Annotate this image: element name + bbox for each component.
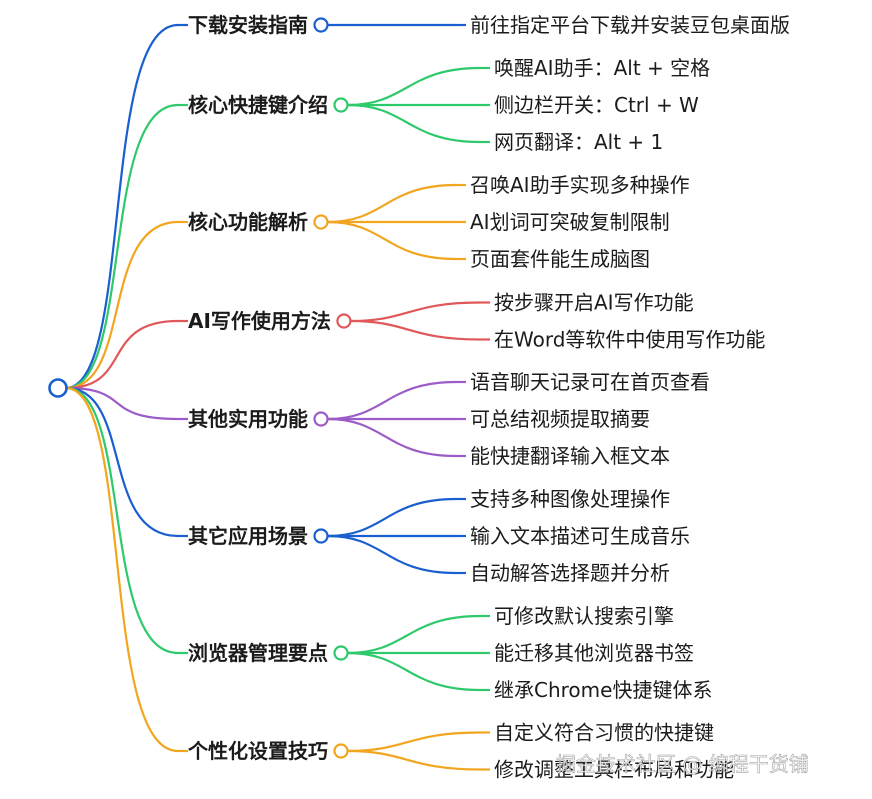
leaf-label: 能快捷翻译输入框文本 bbox=[470, 444, 670, 468]
leaf-label: 在Word等软件中使用写作功能 bbox=[494, 328, 765, 352]
leaf-label: 网页翻译：Alt + 1 bbox=[494, 130, 663, 154]
branch-node[interactable] bbox=[313, 528, 329, 544]
leaf-edge bbox=[327, 497, 457, 538]
leaf-label: 可修改默认搜索引擎 bbox=[494, 604, 674, 628]
branch-label: AI写作使用方法 bbox=[188, 309, 331, 333]
leaf-edge bbox=[347, 614, 481, 655]
root-branch-edge bbox=[65, 23, 179, 390]
leaf-label: 支持多种图像处理操作 bbox=[470, 487, 670, 511]
leaf-edge bbox=[327, 417, 457, 458]
leaf-label: 输入文本描述可生成音乐 bbox=[470, 524, 690, 548]
root-node[interactable] bbox=[48, 378, 68, 398]
leaf-label: 自定义符合习惯的快捷键 bbox=[494, 721, 714, 745]
branch-node[interactable] bbox=[333, 97, 349, 113]
branch-node[interactable] bbox=[336, 313, 352, 329]
leaf-label: 侧边栏开关：Ctrl + W bbox=[494, 93, 699, 117]
leaf-edge bbox=[327, 534, 457, 575]
branch-node[interactable] bbox=[313, 17, 329, 33]
root-branch-edge bbox=[65, 103, 179, 390]
watermark-text: 掘金技术社区 @ 编程干货铺 bbox=[556, 752, 809, 776]
leaf-label: 按步骤开启AI写作功能 bbox=[494, 291, 694, 315]
root-branch-edge bbox=[65, 319, 179, 390]
leaf-label: 语音聊天记录可在首页查看 bbox=[470, 370, 710, 394]
leaf-edge bbox=[350, 301, 481, 323]
leaf-label: 继承Chrome快捷键体系 bbox=[494, 678, 712, 702]
leaf-label: 能迁移其他浏览器书签 bbox=[494, 641, 694, 665]
branch-label: 浏览器管理要点 bbox=[188, 641, 328, 665]
leaf-label: 召唤AI助手实现多种操作 bbox=[470, 173, 690, 197]
leaf-edge bbox=[327, 220, 457, 261]
branch-label: 个性化设置技巧 bbox=[187, 739, 328, 763]
leaf-edge bbox=[350, 319, 481, 341]
branch-label: 核心功能解析 bbox=[188, 210, 308, 234]
root-branch-edge bbox=[65, 386, 179, 753]
root-branch-edge bbox=[65, 386, 179, 655]
leaf-label: 前往指定平台下载并安装豆包桌面版 bbox=[470, 13, 790, 37]
root-branch-edge bbox=[65, 386, 179, 421]
leaf-edge bbox=[347, 103, 481, 144]
edges-layer bbox=[65, 23, 490, 771]
branch-node[interactable] bbox=[333, 645, 349, 661]
leaf-label: 可总结视频提取摘要 bbox=[470, 407, 650, 431]
leaf-label: 页面套件能生成脑图 bbox=[470, 247, 650, 271]
leaf-edge bbox=[347, 731, 481, 753]
branch-node[interactable] bbox=[313, 411, 329, 427]
branch-label: 其他实用功能 bbox=[188, 407, 308, 431]
leaf-edge bbox=[327, 380, 457, 421]
leaf-label: 自动解答选择题并分析 bbox=[470, 561, 670, 585]
branch-node[interactable] bbox=[313, 214, 329, 230]
leaf-edge bbox=[347, 749, 481, 771]
branch-node[interactable] bbox=[333, 743, 349, 759]
leaf-label: 唤醒AI助手：Alt + 空格 bbox=[494, 56, 710, 80]
leaf-label: 修改调整工具栏布局和功能 bbox=[494, 758, 734, 782]
leaf-edge bbox=[327, 183, 457, 224]
branch-label: 核心快捷键介绍 bbox=[188, 93, 328, 117]
leaf-label: AI划词可突破复制限制 bbox=[470, 210, 670, 234]
branch-label: 其它应用场景 bbox=[188, 524, 308, 548]
leaf-edge bbox=[347, 66, 481, 107]
root-branch-edge bbox=[65, 386, 179, 538]
root-branch-edge bbox=[65, 220, 179, 390]
leaf-edge bbox=[347, 651, 481, 692]
branch-label: 下载安装指南 bbox=[188, 13, 308, 37]
